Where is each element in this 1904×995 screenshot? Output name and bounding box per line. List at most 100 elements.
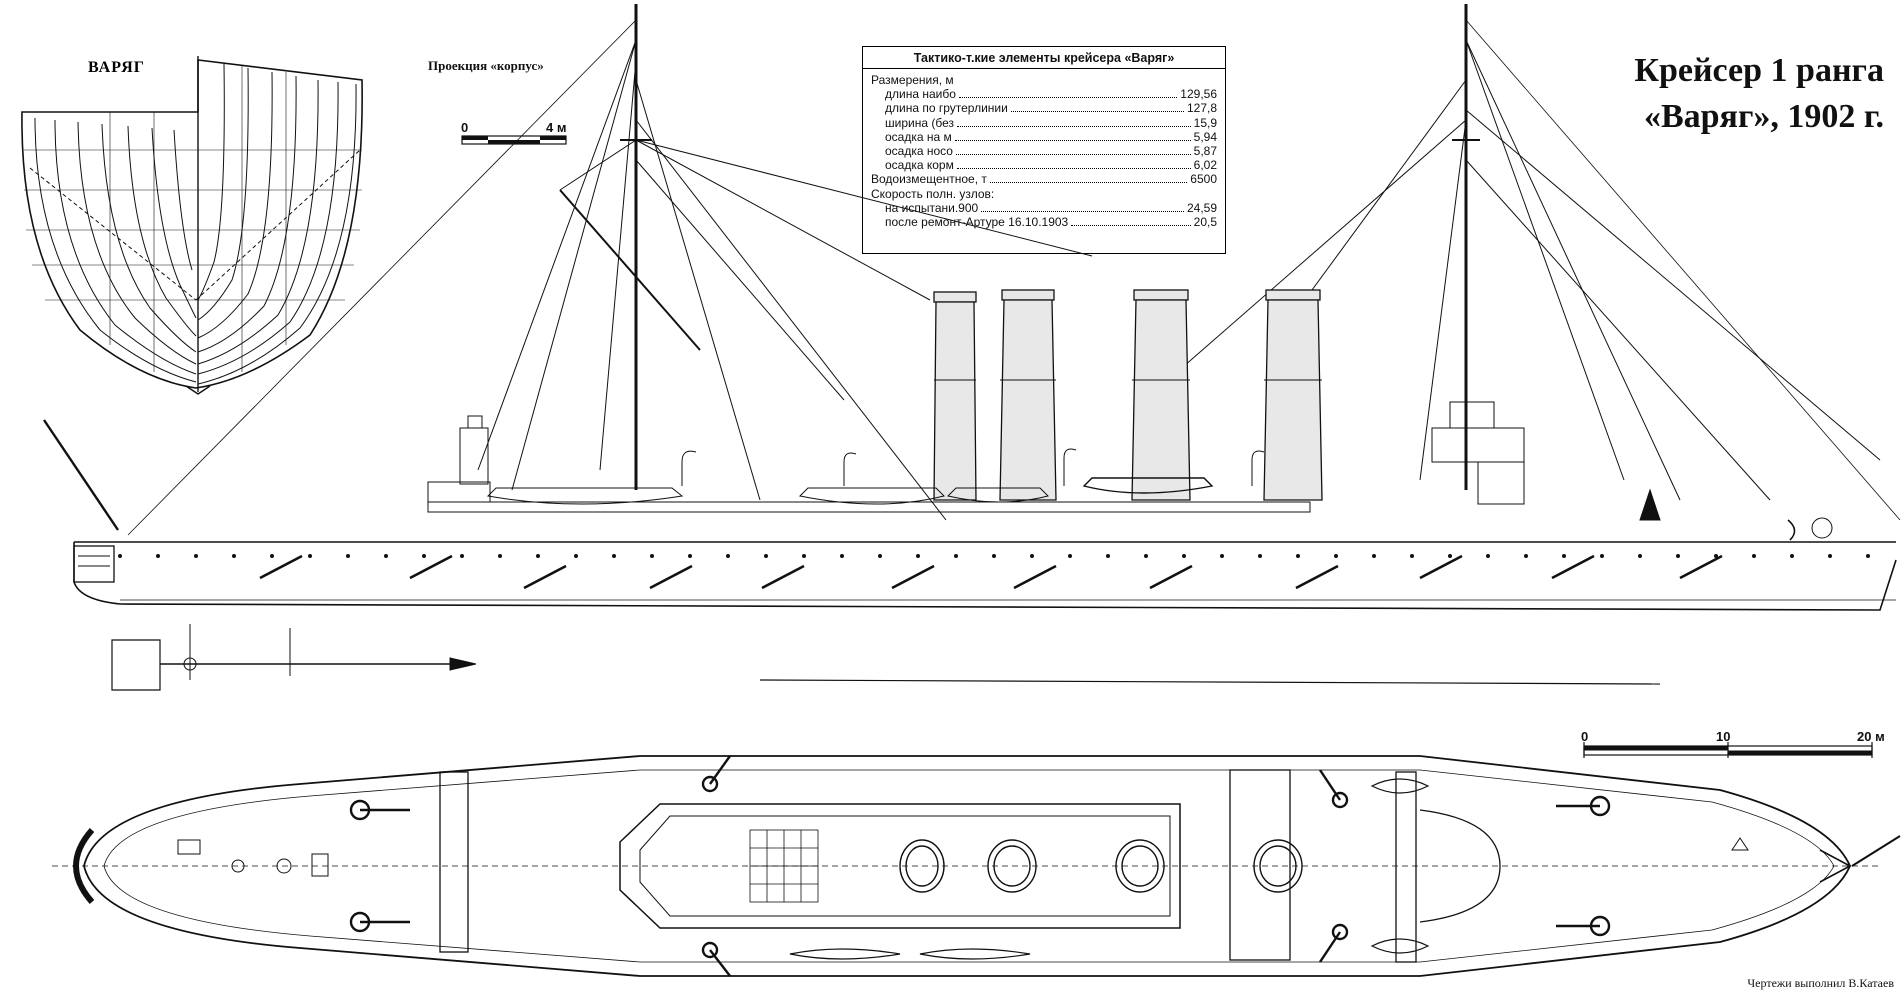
ttx-row-value: 6,02 <box>1193 158 1217 173</box>
ttx-row-label: после ремонт-Артуре 16.10.1903 <box>885 214 1069 229</box>
ttx-row-label: длина по грутерлинии <box>885 101 1008 116</box>
porthole <box>1030 554 1034 558</box>
ttx-row-leader <box>957 125 1191 127</box>
title-line-1: Крейсер 1 ранга <box>1634 52 1884 89</box>
porthole <box>536 554 540 558</box>
porthole <box>1828 554 1832 558</box>
deck-guns <box>349 755 1611 977</box>
porthole <box>1144 554 1148 558</box>
ttx-row-value: 15,9 <box>1193 115 1217 130</box>
ttx-row: Размерения, м <box>871 73 1217 87</box>
scale-small-max: 4 м <box>546 120 567 135</box>
porthole <box>1258 554 1262 558</box>
porthole <box>232 554 236 558</box>
deck-plan-drawing <box>52 755 1901 977</box>
porthole <box>1486 554 1490 558</box>
porthole <box>688 554 692 558</box>
porthole <box>1410 554 1414 558</box>
porthole <box>156 554 160 558</box>
porthole <box>1524 554 1528 558</box>
porthole <box>764 554 768 558</box>
porthole <box>118 554 122 558</box>
ttx-row: Скорость полн. узлов: <box>871 187 1217 201</box>
porthole <box>612 554 616 558</box>
porthole <box>460 554 464 558</box>
porthole <box>726 554 730 558</box>
porthole <box>574 554 578 558</box>
porthole <box>346 554 350 558</box>
drawing-title: Крейсер 1 ранга «Варяг», 1902 г. <box>1634 48 1884 140</box>
porthole <box>916 554 920 558</box>
ttx-row: длина наибо 129,56 <box>871 87 1217 101</box>
ttx-row: ширина (без 15,9 <box>871 116 1217 130</box>
porthole <box>954 554 958 558</box>
porthole <box>1676 554 1680 558</box>
ttx-row-label: Водоизмещентное, т <box>871 172 987 187</box>
ttx-row-leader <box>954 139 1191 141</box>
ttx-row: осадка корм 6,02 <box>871 158 1217 172</box>
porthole <box>992 554 996 558</box>
ttx-row-value: 5,94 <box>1193 129 1217 144</box>
portholes <box>118 554 1870 558</box>
ttx-row-leader <box>956 168 1191 170</box>
porthole <box>1562 554 1566 558</box>
porthole <box>840 554 844 558</box>
ttx-row-leader <box>958 97 1178 99</box>
porthole <box>650 554 654 558</box>
scale-bar-large <box>1583 742 1873 758</box>
scale-small-min: 0 <box>461 120 469 135</box>
ttx-row-leader <box>1071 224 1191 226</box>
title-line-2: «Варяг», 1902 г. <box>1643 98 1884 135</box>
ttx-row: длина по грутерлинии 127,8 <box>871 101 1217 115</box>
ttx-row-label: осадка на м <box>885 129 952 144</box>
porthole <box>1106 554 1110 558</box>
porthole <box>1600 554 1604 558</box>
deck-grating <box>749 829 819 903</box>
porthole <box>1220 554 1224 558</box>
ttx-row-value: 24,59 <box>1186 200 1217 215</box>
porthole <box>270 554 274 558</box>
ttx-row-label: Размерения, м <box>871 73 954 87</box>
ttx-row-value: 6500 <box>1190 172 1217 187</box>
ttx-row: осадка на м 5,94 <box>871 130 1217 144</box>
ttx-row-label: осадка корм <box>885 158 954 173</box>
ttx-row-leader <box>1010 111 1184 113</box>
ttx-row-value: 127,8 <box>1186 101 1217 116</box>
ttx-row-leader <box>989 182 1188 184</box>
porthole <box>1372 554 1376 558</box>
ttx-row: Водоизмещентное, т 6500 <box>871 172 1217 186</box>
porthole <box>308 554 312 558</box>
porthole <box>878 554 882 558</box>
ttx-row-label: ширина (без <box>885 115 954 130</box>
porthole <box>1182 554 1186 558</box>
funnel-tops <box>899 839 1303 893</box>
scale-large-0: 0 <box>1581 729 1589 744</box>
porthole <box>1334 554 1338 558</box>
porthole <box>384 554 388 558</box>
ttx-row-label: длина наибо <box>885 87 956 102</box>
porthole <box>1296 554 1300 558</box>
ttx-row-value: 5,87 <box>1193 143 1217 158</box>
scale-large-20: 20 м <box>1857 729 1885 744</box>
ttx-row-label: на испытани.900 <box>885 200 979 215</box>
side-profile-drawing <box>43 4 1901 691</box>
porthole <box>1714 554 1718 558</box>
porthole <box>1638 554 1642 558</box>
porthole <box>1866 554 1870 558</box>
ttx-row-value: 20,5 <box>1193 214 1217 229</box>
ttx-row: после ремонт-Артуре 16.10.1903 20,5 <box>871 215 1217 229</box>
ttx-row-value: 129,56 <box>1180 87 1217 102</box>
drawing-credit: Чертежи выполнил В.Катаев <box>1747 976 1894 990</box>
porthole <box>1790 554 1794 558</box>
porthole <box>1068 554 1072 558</box>
ttx-row-label: осадка носо <box>885 143 953 158</box>
porthole <box>1448 554 1452 558</box>
body-plan-label: Проекция «корпус» <box>428 58 544 73</box>
porthole <box>498 554 502 558</box>
ttx-table-header: Тактико-т.кие элементы крейсера «Варяг» <box>863 47 1225 69</box>
funnels <box>933 289 1323 501</box>
scale-bar-small <box>461 135 567 145</box>
